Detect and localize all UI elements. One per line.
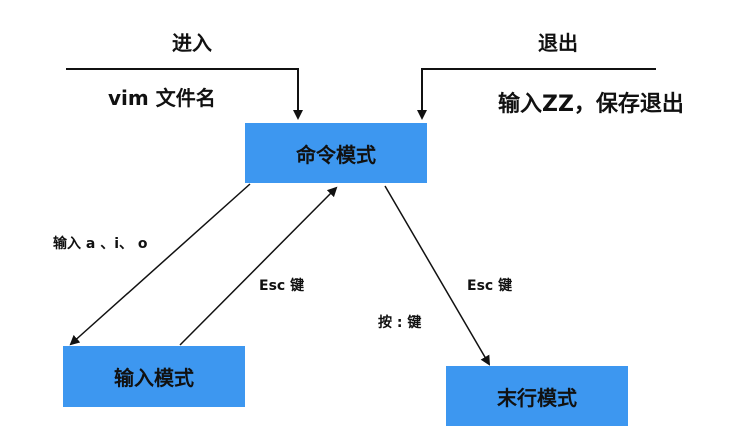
last-line-mode-box: 末行模式 [446, 366, 628, 426]
command-mode-box: 命令模式 [245, 123, 427, 183]
esc-key-right-label: Esc 键 [467, 278, 513, 294]
vim-filename-label: vim 文件名 [108, 86, 216, 110]
enter-label: 进入 [172, 31, 212, 55]
exit-label: 退出 [538, 31, 578, 55]
insert-mode-box: 输入模式 [63, 346, 245, 407]
esc-key-left-label: Esc 键 [259, 278, 305, 294]
enter-connector [66, 68, 303, 120]
save-exit-zz-label: 输入ZZ，保存退出 [498, 92, 684, 117]
command-to-lastline-arrow [384, 185, 491, 366]
input-aio-label: 输入 a 、i、 o [53, 236, 148, 252]
insert-to-command-arrow [179, 186, 338, 346]
command-to-insert-arrow [69, 183, 251, 346]
press-colon-label: 按 : 键 [378, 315, 422, 331]
exit-connector [417, 68, 656, 120]
